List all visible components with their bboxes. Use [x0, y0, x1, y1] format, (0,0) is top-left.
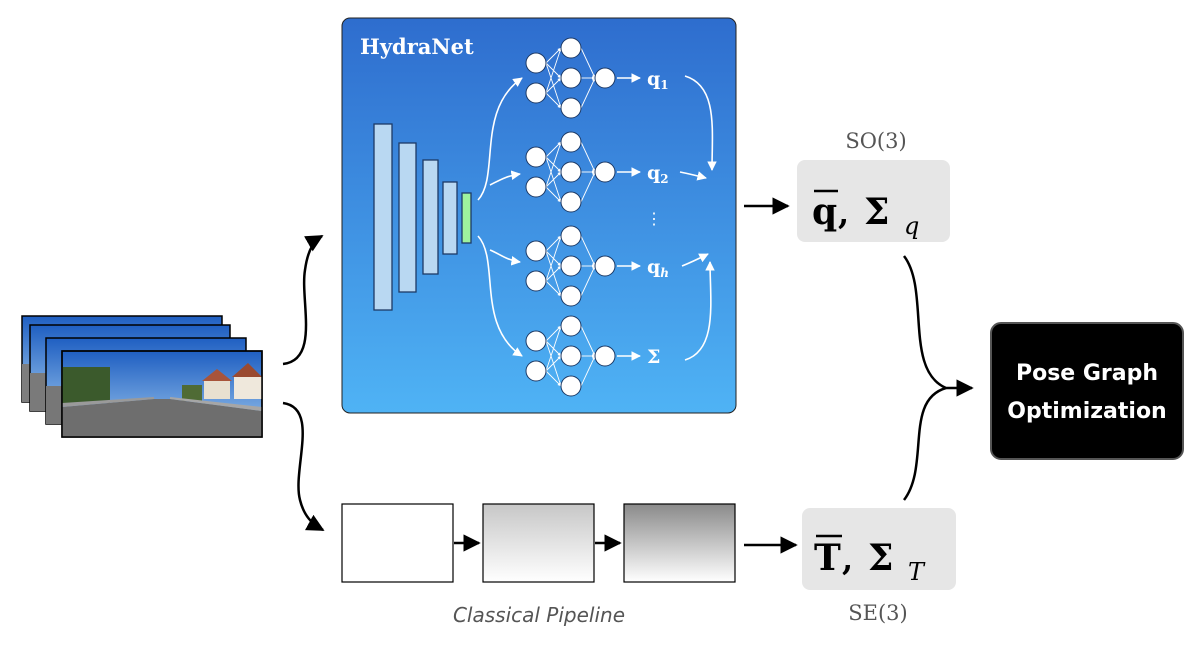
rotation-mean: q [812, 191, 837, 233]
head-output-label: q2 [647, 162, 669, 186]
cnn-encoder-layers [373, 123, 472, 311]
frame-4-front [61, 350, 263, 438]
arrow-rotation-to-posegraph [903, 255, 974, 397]
input-image-stack [21, 315, 263, 438]
rotation-sigma: Σ [864, 191, 889, 233]
heads-ellipsis: ⋮ [646, 209, 662, 228]
head-output-label: q1 [647, 68, 669, 92]
classical-pipeline: Classical Pipeline [341, 503, 736, 627]
head-output-label: Σ [647, 346, 660, 368]
arrow-input-to-pipeline [282, 401, 325, 532]
translation-separator: , [842, 540, 853, 578]
arrow-translation-to-posegraph [903, 386, 947, 501]
se3-label: SE(3) [848, 601, 907, 625]
translation-sigma: Σ [868, 537, 893, 579]
translation-output: T , Σ T SE(3) [802, 508, 956, 625]
branch-arrows [477, 77, 523, 357]
pipeline-stage-1 [341, 503, 454, 583]
pose-graph-box: Pose Graph Optimization [990, 322, 1184, 460]
pipeline-label: Classical Pipeline [453, 603, 625, 627]
network-head-4: Σ [525, 315, 660, 397]
hydranet-heads: q1 q2 qhΣ [525, 37, 669, 397]
rotation-sigma-sub: q [904, 212, 919, 240]
pipeline-stage-3 [623, 503, 736, 583]
pose-graph-line2: Optimization [1007, 399, 1166, 424]
translation-mean: T [814, 537, 841, 579]
head-output-label: qh [647, 256, 669, 280]
rotation-separator: , [838, 194, 849, 232]
so3-label: SO(3) [845, 129, 906, 153]
network-head-1: q1 [525, 37, 669, 119]
hydranet-panel: HydraNet q1 q2 qhΣ ⋮ [341, 17, 737, 414]
translation-sigma-sub: T [908, 558, 926, 586]
rotation-output: SO(3) q , Σ q [797, 129, 950, 242]
hydranet-title: HydraNet [360, 34, 474, 59]
network-head-3: qh [525, 225, 669, 307]
pipeline-stage-2 [482, 503, 595, 583]
network-head-2: q2 [525, 131, 669, 213]
merge-arrows [679, 75, 717, 361]
arrow-input-to-hydranet [282, 234, 324, 366]
pose-graph-line1: Pose Graph [1016, 361, 1158, 386]
